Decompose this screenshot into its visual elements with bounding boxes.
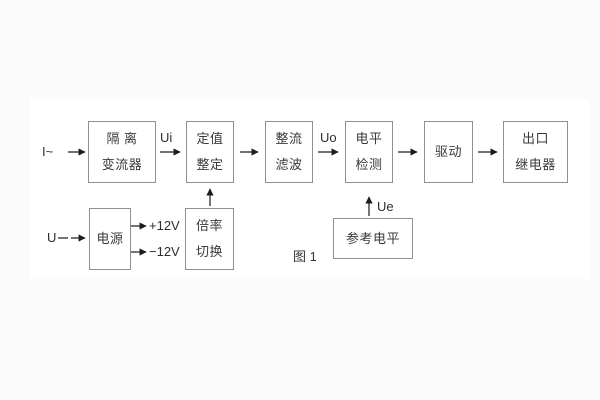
block-isolation-transformer-line2: 变流器 bbox=[101, 157, 143, 172]
block-ratio-switch: 倍率 切换 bbox=[185, 208, 234, 270]
block-ratio-switch-line1: 倍率 bbox=[195, 218, 223, 233]
label-signal-uo: Uo bbox=[320, 130, 337, 145]
label-voltage-input: U bbox=[47, 230, 57, 245]
block-isolation-transformer: 隔 离 变流器 bbox=[88, 121, 156, 183]
block-drive-line1: 驱动 bbox=[434, 144, 462, 159]
block-reference-level-line1: 参考电平 bbox=[345, 230, 400, 246]
block-power-supply: 电源 bbox=[89, 208, 131, 270]
block-output-relay-line2: 继电器 bbox=[515, 157, 556, 172]
label-current-input: I~ bbox=[42, 144, 54, 159]
block-level-detection: 电平 检测 bbox=[345, 121, 393, 183]
label-signal-ui: Ui bbox=[160, 130, 173, 145]
block-setting-adjustment: 定值 整定 bbox=[186, 121, 234, 183]
block-level-detection-line2: 检测 bbox=[355, 157, 383, 172]
block-level-detection-line1: 电平 bbox=[355, 131, 383, 146]
label-plus-12v: +12V bbox=[149, 218, 180, 233]
block-rectifier-filter-line2: 滤波 bbox=[275, 157, 303, 172]
block-output-relay-line1: 出口 bbox=[521, 131, 549, 146]
block-drive: 驱动 bbox=[424, 121, 473, 183]
label-signal-ue: Ue bbox=[377, 199, 394, 214]
label-minus-12v: −12V bbox=[149, 244, 180, 259]
block-reference-level: 参考电平 bbox=[333, 218, 413, 259]
block-rectifier-filter-line1: 整流 bbox=[275, 131, 303, 146]
block-power-supply-line1: 电源 bbox=[96, 231, 124, 246]
figure-caption: 图 1 bbox=[293, 249, 317, 264]
block-ratio-switch-line2: 切换 bbox=[195, 244, 223, 259]
block-setting-adjustment-line2: 整定 bbox=[196, 157, 224, 172]
block-output-relay: 出口 继电器 bbox=[503, 121, 568, 183]
block-setting-adjustment-line1: 定值 bbox=[196, 131, 224, 146]
block-isolation-transformer-line1: 隔 离 bbox=[106, 131, 138, 146]
block-rectifier-filter: 整流 滤波 bbox=[265, 121, 313, 183]
